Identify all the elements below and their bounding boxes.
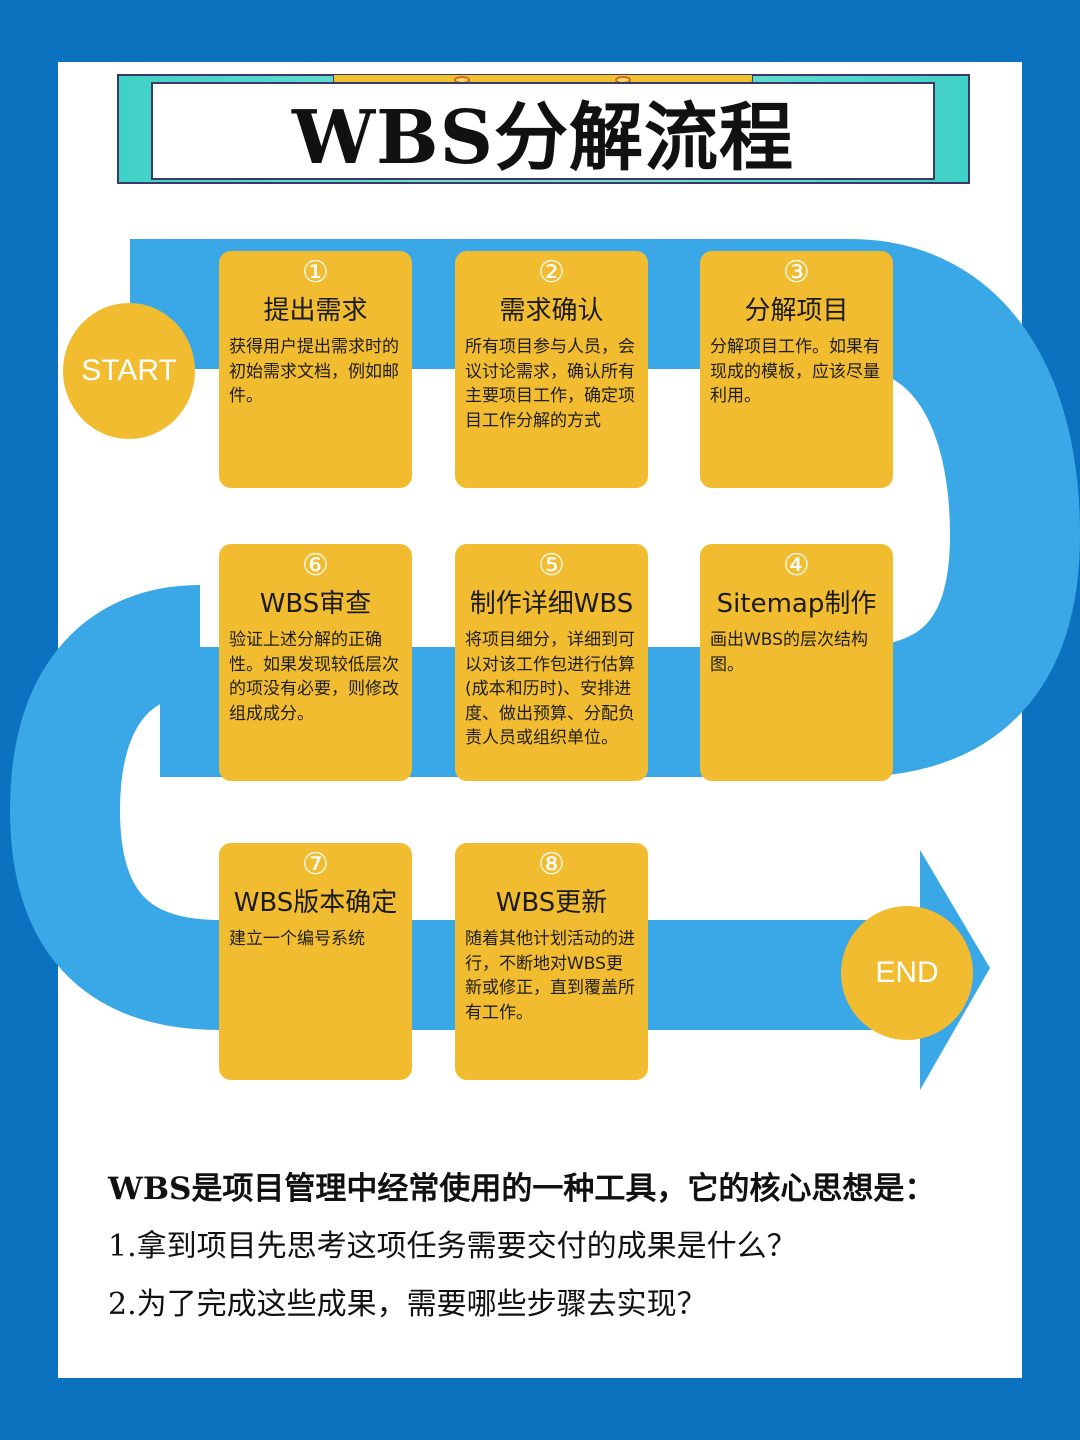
step-title: Sitemap制作	[716, 589, 877, 619]
end-label: END	[875, 956, 939, 989]
step-number: ②	[538, 255, 565, 290]
summary-point-1: 1.拿到项目先思考这项任务需要交付的成果是什么？	[108, 1229, 797, 1264]
step-title: 提出需求	[263, 296, 368, 326]
title-banner: WBS分解流程	[151, 82, 935, 181]
step-card-6: ⑥ WBS审查 验证上述分解的正确性。如果发现较低层次的项没有必要，则修改组成成…	[219, 544, 412, 781]
flow-path-segment-left	[10, 585, 920, 1030]
step-number: ⑦	[302, 847, 329, 882]
step-description: 验证上述分解的正确性。如果发现较低层次的项没有必要，则修改组成成分。	[229, 630, 399, 724]
step-title: 制作详细WBS	[469, 589, 634, 619]
summary-point-2: 2.为了完成这些成果，需要哪些步骤去实现？	[108, 1287, 707, 1322]
step-description: 将项目细分，详细到可以对该工作包进行估算(成本和历时)、安排进度、做出预算、分配…	[465, 630, 635, 748]
step-title: WBS更新	[495, 888, 608, 918]
step-title: WBS审查	[259, 589, 372, 619]
start-label: START	[81, 354, 177, 387]
step-card-8: ⑧ WBS更新 随着其他计划活动的进行，不断地对WBS更新或修正，直到覆盖所有工…	[455, 843, 648, 1080]
step-number: ⑥	[302, 548, 329, 583]
flow-path-segment-top	[130, 239, 1080, 777]
end-marker: END	[841, 906, 973, 1040]
step-number: ④	[783, 548, 810, 583]
step-card-4: ④ Sitemap制作 画出WBS的层次结构图。	[700, 544, 893, 781]
step-description: 随着其他计划活动的进行，不断地对WBS更新或修正，直到覆盖所有工作。	[465, 929, 635, 1023]
step-title: 分解项目	[744, 296, 849, 326]
step-number: ⑤	[538, 548, 565, 583]
step-card-5: ⑤ 制作详细WBS 将项目细分，详细到可以对该工作包进行估算(成本和历时)、安排…	[455, 544, 648, 781]
step-card-7: ⑦ WBS版本确定 建立一个编号系统	[219, 843, 412, 1080]
step-description: 画出WBS的层次结构图。	[710, 630, 868, 675]
step-number: ⑧	[538, 847, 565, 882]
page-title: WBS分解流程	[291, 94, 795, 181]
start-marker: START	[63, 303, 195, 439]
summary-notes: WBS是项目管理中经常使用的一种工具，它的核心思想是： 1.拿到项目先思考这项任…	[108, 1160, 1008, 1334]
step-description: 获得用户提出需求时的初始需求文档，例如邮件。	[229, 337, 399, 406]
step-card-3: ③ 分解项目 分解项目工作。如果有现成的模板，应该尽量利用。	[700, 251, 893, 488]
step-description: 分解项目工作。如果有现成的模板，应该尽量利用。	[710, 337, 880, 406]
step-number: ①	[302, 255, 329, 290]
step-card-2: ② 需求确认 所有项目参与人员，会议讨论需求，确认所有主要项目工作，确定项目工作…	[455, 251, 648, 488]
step-description: 所有项目参与人员，会议讨论需求，确认所有主要项目工作，确定项目工作分解的方式	[465, 337, 635, 431]
step-number: ③	[783, 255, 810, 290]
step-card-1: ① 提出需求 获得用户提出需求时的初始需求文档，例如邮件。	[219, 251, 412, 488]
step-description: 建立一个编号系统	[229, 929, 365, 949]
summary-lead: WBS是项目管理中经常使用的一种工具，它的核心思想是：	[108, 1171, 936, 1207]
step-title: WBS版本确定	[233, 888, 398, 918]
step-title: 需求确认	[499, 296, 604, 326]
